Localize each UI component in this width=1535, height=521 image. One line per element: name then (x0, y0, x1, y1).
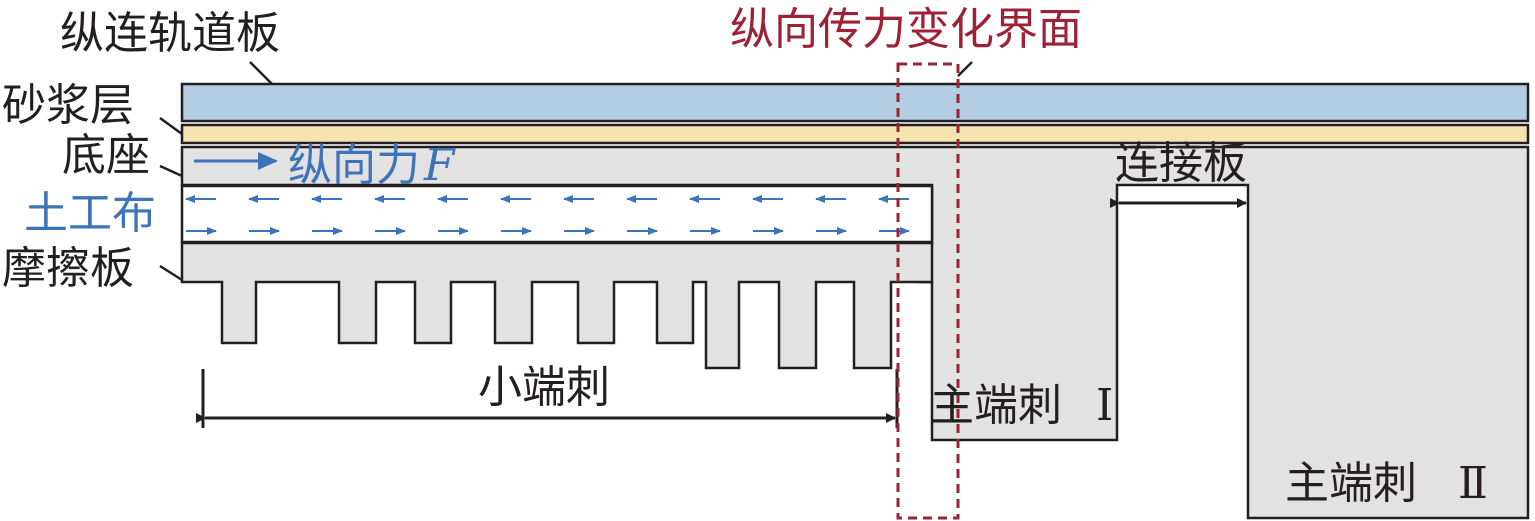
friction-plate-label: 摩擦板 (2, 243, 134, 294)
friction-plate (180, 241, 934, 370)
rail-plate-leader (249, 61, 273, 85)
force-label: 纵向力 (288, 140, 420, 191)
connecting-plate-label: 连接板 (1115, 138, 1247, 189)
main-spike-1-label: 主端刺 (930, 380, 1062, 431)
main-spike-1-numeral: I (1096, 380, 1113, 431)
base-leader (159, 164, 183, 178)
mortar-layer-label: 砂浆层 (2, 80, 134, 131)
main-spike-2-numeral: Ⅱ (1458, 458, 1488, 509)
rail-plate (180, 82, 1530, 123)
rail-plate-label: 纵连轨道板 (60, 8, 280, 59)
interface-label: 纵向传力变化界面 (730, 4, 1082, 55)
force-symbol: F (423, 140, 456, 191)
geotextile-label: 土工布 (24, 188, 156, 239)
friction-leader (159, 264, 183, 282)
interface-leader (957, 61, 973, 77)
interface-dashed-box (896, 62, 960, 520)
main-spike-2-label: 主端刺 (1285, 458, 1417, 509)
small-spikes-label: 小端刺 (478, 362, 610, 413)
mortar-leader (159, 116, 183, 136)
base-label: 底座 (62, 130, 150, 181)
geotextile-arrows (185, 195, 910, 235)
geotextile-layer (180, 184, 934, 244)
